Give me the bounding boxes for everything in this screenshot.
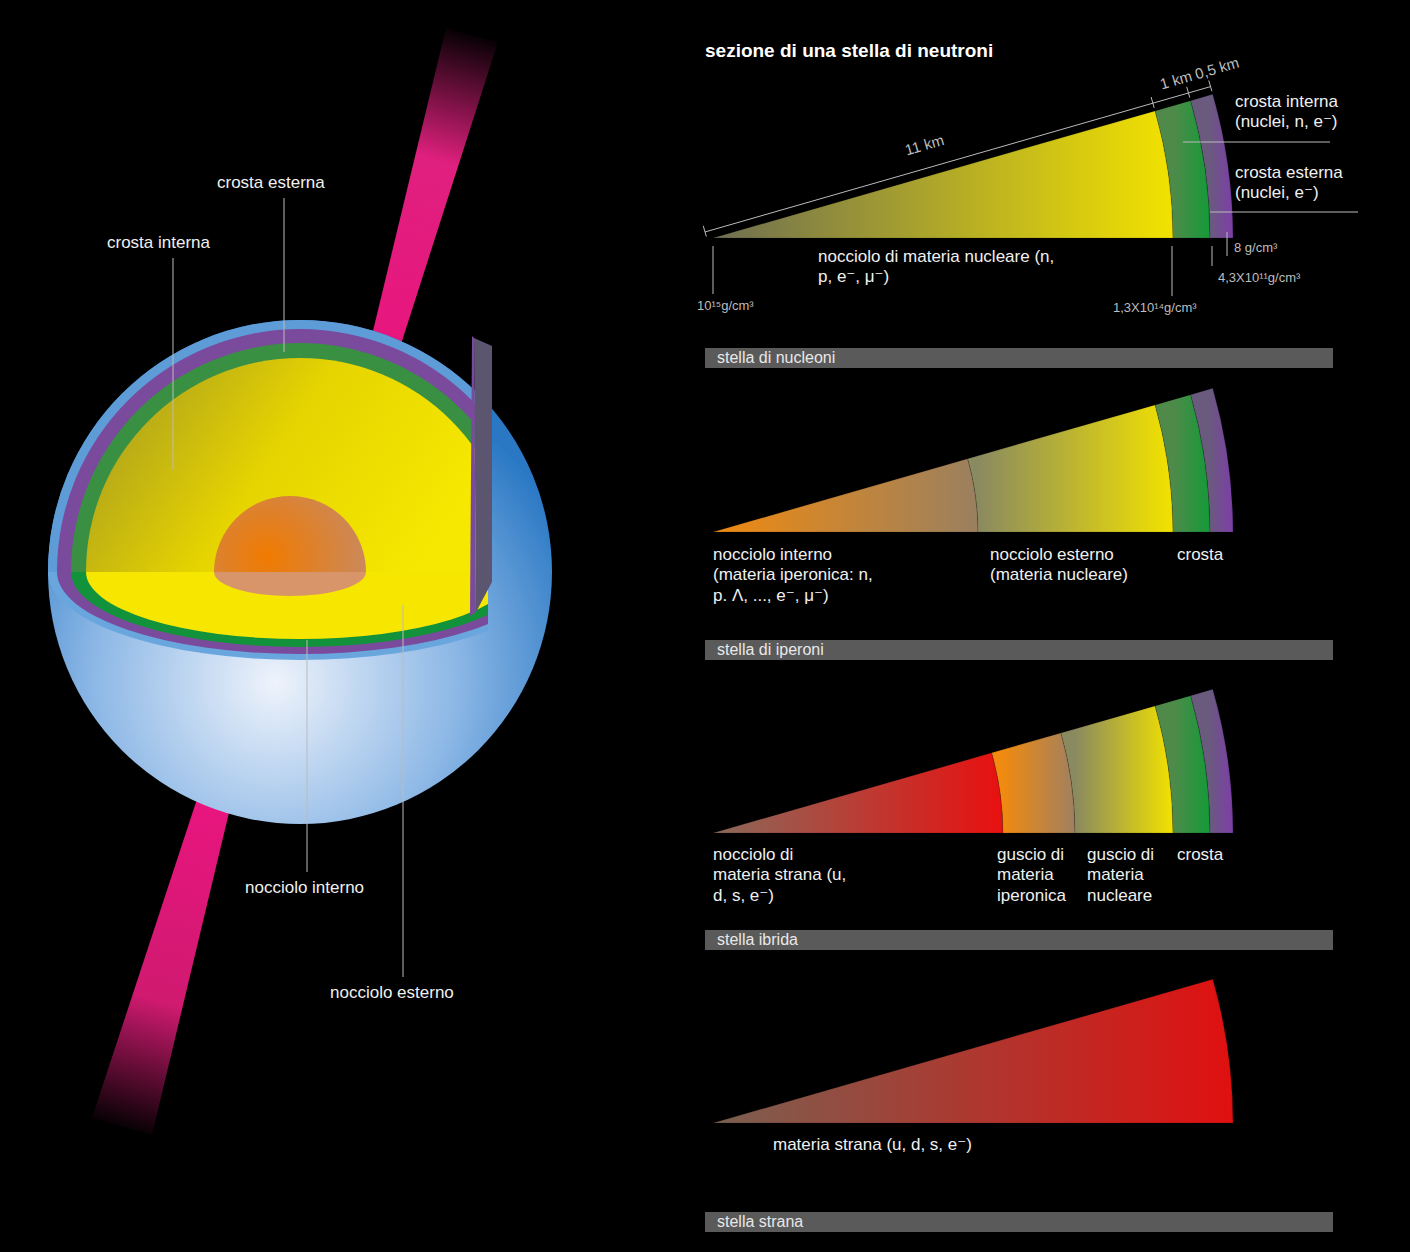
star-section-wedge [713,94,1233,238]
dimension: 1 km [1158,67,1194,93]
radiation-beam [92,790,232,1135]
leader-line [173,258,174,470]
star-section-wedge [713,689,1233,833]
leader-line [713,246,714,294]
star-section-wedge [713,388,1233,532]
layer-label: guscio di materia nucleare [1087,845,1173,906]
star-type-band: stella ibrida [705,930,1333,950]
star-type-band: stella di nucleoni [705,348,1333,368]
title: sezione di una stella di neutroni [705,40,993,62]
layer-label: crosta [1177,845,1223,865]
cut-edge [470,336,476,616]
band-label: stella di iperoni [705,640,1333,660]
leader-line [307,640,308,872]
density-value: 1,3X10¹⁴g/cm³ [1113,300,1197,316]
leader-line [1172,246,1173,296]
star-section-wedge [713,979,1233,1123]
part-label: nocciolo esterno [330,983,454,1003]
band-label: stella ibrida [705,930,1333,950]
star-type-band: stella di iperoni [705,640,1333,660]
leader-line [1210,212,1358,213]
density-value: 10¹⁵g/cm³ [697,298,754,314]
inner-core [214,496,366,572]
density-value: 8 g/cm³ [1234,240,1277,256]
part-label: crosta interna [107,233,210,253]
density-value: 4,3X10¹¹g/cm³ [1218,270,1300,286]
leader-line [284,198,285,352]
star-type-band: stella strana [705,1212,1333,1232]
layer-label: crosta esterna (nuclei, e⁻) [1235,163,1370,204]
radiation-beam [366,28,498,366]
inner-core [214,572,366,596]
dimension-line [703,80,1212,236]
band-label: stella di nucleoni [705,348,1333,368]
dimension: 11 km [903,131,946,159]
cut-plane [48,572,488,660]
layer-label: guscio di materia iperonica [997,845,1083,906]
layer-label: nocciolo di materia strana (u, d, s, e⁻) [713,845,853,906]
layer-label: materia strana (u, d, s, e⁻) [773,1135,972,1155]
part-label: crosta esterna [217,173,325,193]
leader-line [1183,142,1330,143]
layer-label: nocciolo interno (materia iperonica: n, … [713,545,873,606]
layer-label: crosta [1177,545,1223,565]
band-label: stella strana [705,1212,1333,1232]
leader-line [1212,246,1213,266]
cut-edge [474,338,492,612]
dimension: 0,5 km [1193,54,1241,84]
leader-line [403,605,404,977]
cut-face [48,320,488,572]
layer-label: nocciolo esterno (materia nucleare) [990,545,1165,586]
part-label: nocciolo interno [245,878,364,898]
layer-label: nocciolo di materia nucleare (n, p, e⁻, … [818,247,1058,288]
leader-line [1227,232,1228,256]
neutron-star-sphere [48,320,552,824]
layer-label: crosta interna (nuclei, n, e⁻) [1235,92,1370,133]
